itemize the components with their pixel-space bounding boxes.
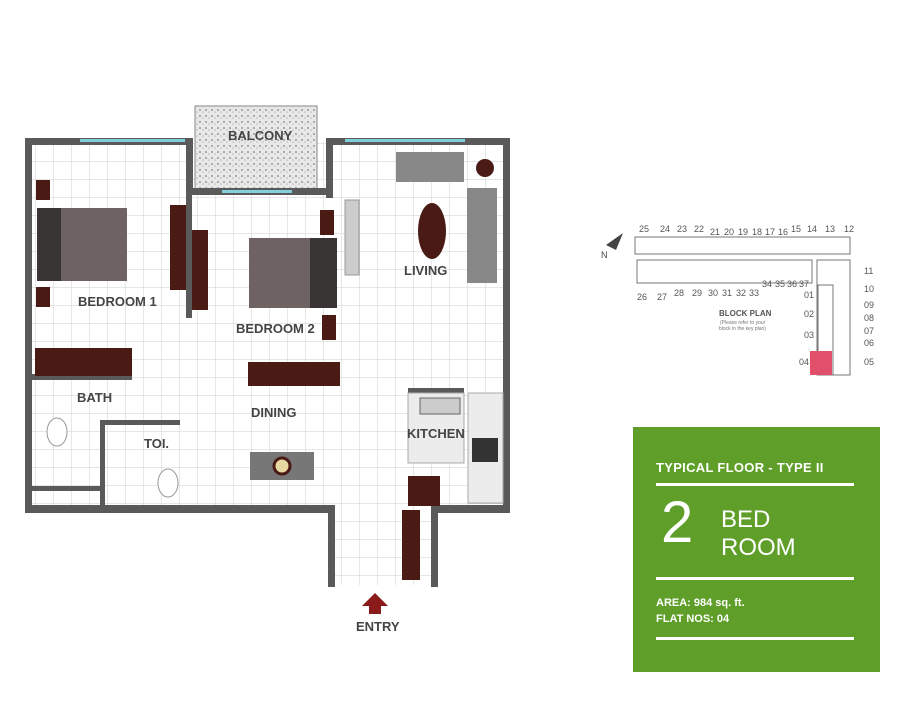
block-plan-note-1: (Please refer to your [720, 320, 766, 326]
unit-number: 23 [677, 224, 687, 234]
unit-number: 32 [736, 288, 746, 298]
label-bath: BATH [77, 390, 112, 405]
highlight-unit-04 [810, 351, 832, 375]
north-arrow-icon [606, 233, 623, 250]
unit-info-panel: TYPICAL FLOOR - TYPE II 2 BED ROOM AREA:… [633, 427, 880, 672]
entry-arrow-icon [362, 593, 388, 614]
unit-number: 16 [778, 227, 788, 237]
unit-number: 06 [864, 338, 874, 348]
unit-number: 12 [844, 224, 854, 234]
bed-line-2: ROOM [721, 534, 796, 561]
furniture [35, 152, 504, 580]
unit-number: 13 [825, 224, 835, 234]
floor-type: TYPICAL FLOOR - TYPE II [656, 460, 824, 475]
bedroom-count: 2 [661, 490, 694, 555]
unit-number: 25 [639, 224, 649, 234]
unit-number: 36 [787, 279, 797, 289]
unit-number: 10 [864, 284, 874, 294]
label-bedroom-1: BEDROOM 1 [78, 294, 157, 309]
unit-number: 22 [694, 224, 704, 234]
wardrobe-2 [248, 362, 340, 386]
wardrobe-1 [35, 348, 132, 376]
unit-number: 09 [864, 300, 874, 310]
unit-number: 07 [864, 326, 874, 336]
unit-number: 28 [674, 288, 684, 298]
divider [656, 483, 854, 486]
unit-number: 19 [738, 227, 748, 237]
unit-number: 05 [864, 357, 874, 367]
block-plan-title: BLOCK PLAN [719, 309, 772, 318]
label-toilet: TOI. [144, 436, 169, 451]
unit-number: 34 [762, 279, 772, 289]
unit-number: 29 [692, 288, 702, 298]
unit-number: 31 [722, 288, 732, 298]
unit-number: 01 [804, 290, 814, 300]
unit-number: 37 [799, 279, 809, 289]
block-plan-note-2: block in the key plan) [719, 326, 766, 332]
unit-number: 24 [660, 224, 670, 234]
unit-number: 18 [752, 227, 762, 237]
unit-number: 14 [807, 224, 817, 234]
windows [80, 139, 465, 193]
unit-number: 21 [710, 227, 720, 237]
unit-number: 33 [749, 288, 759, 298]
area: AREA: 984 sq. ft. [656, 597, 745, 609]
north-label: N [601, 250, 608, 260]
divider [656, 577, 854, 580]
unit-number: 20 [724, 227, 734, 237]
unit-number: 08 [864, 313, 874, 323]
unit-number: 17 [765, 227, 775, 237]
unit-number: 26 [637, 292, 647, 302]
coffee-table [418, 203, 446, 259]
label-entry: ENTRY [356, 619, 400, 634]
unit-number: 11 [864, 266, 873, 276]
unit-number: 15 [791, 224, 801, 234]
unit-number: 03 [804, 330, 814, 340]
unit-number: 30 [708, 288, 718, 298]
label-dining: DINING [251, 405, 297, 420]
label-bedroom-2: BEDROOM 2 [236, 321, 315, 336]
unit-number: 04 [799, 357, 809, 367]
bed-line-1: BED [721, 506, 771, 533]
label-kitchen: KITCHEN [407, 426, 465, 441]
unit-number: 35 [775, 279, 785, 289]
flat-nos: FLAT NOS: 04 [656, 613, 730, 625]
label-balcony: BALCONY [228, 128, 293, 143]
label-living: LIVING [404, 263, 447, 278]
sofa [396, 152, 464, 182]
divider [656, 637, 854, 640]
sofa-side [467, 188, 497, 283]
unit-number: 02 [804, 309, 814, 319]
unit-number: 27 [657, 292, 667, 302]
